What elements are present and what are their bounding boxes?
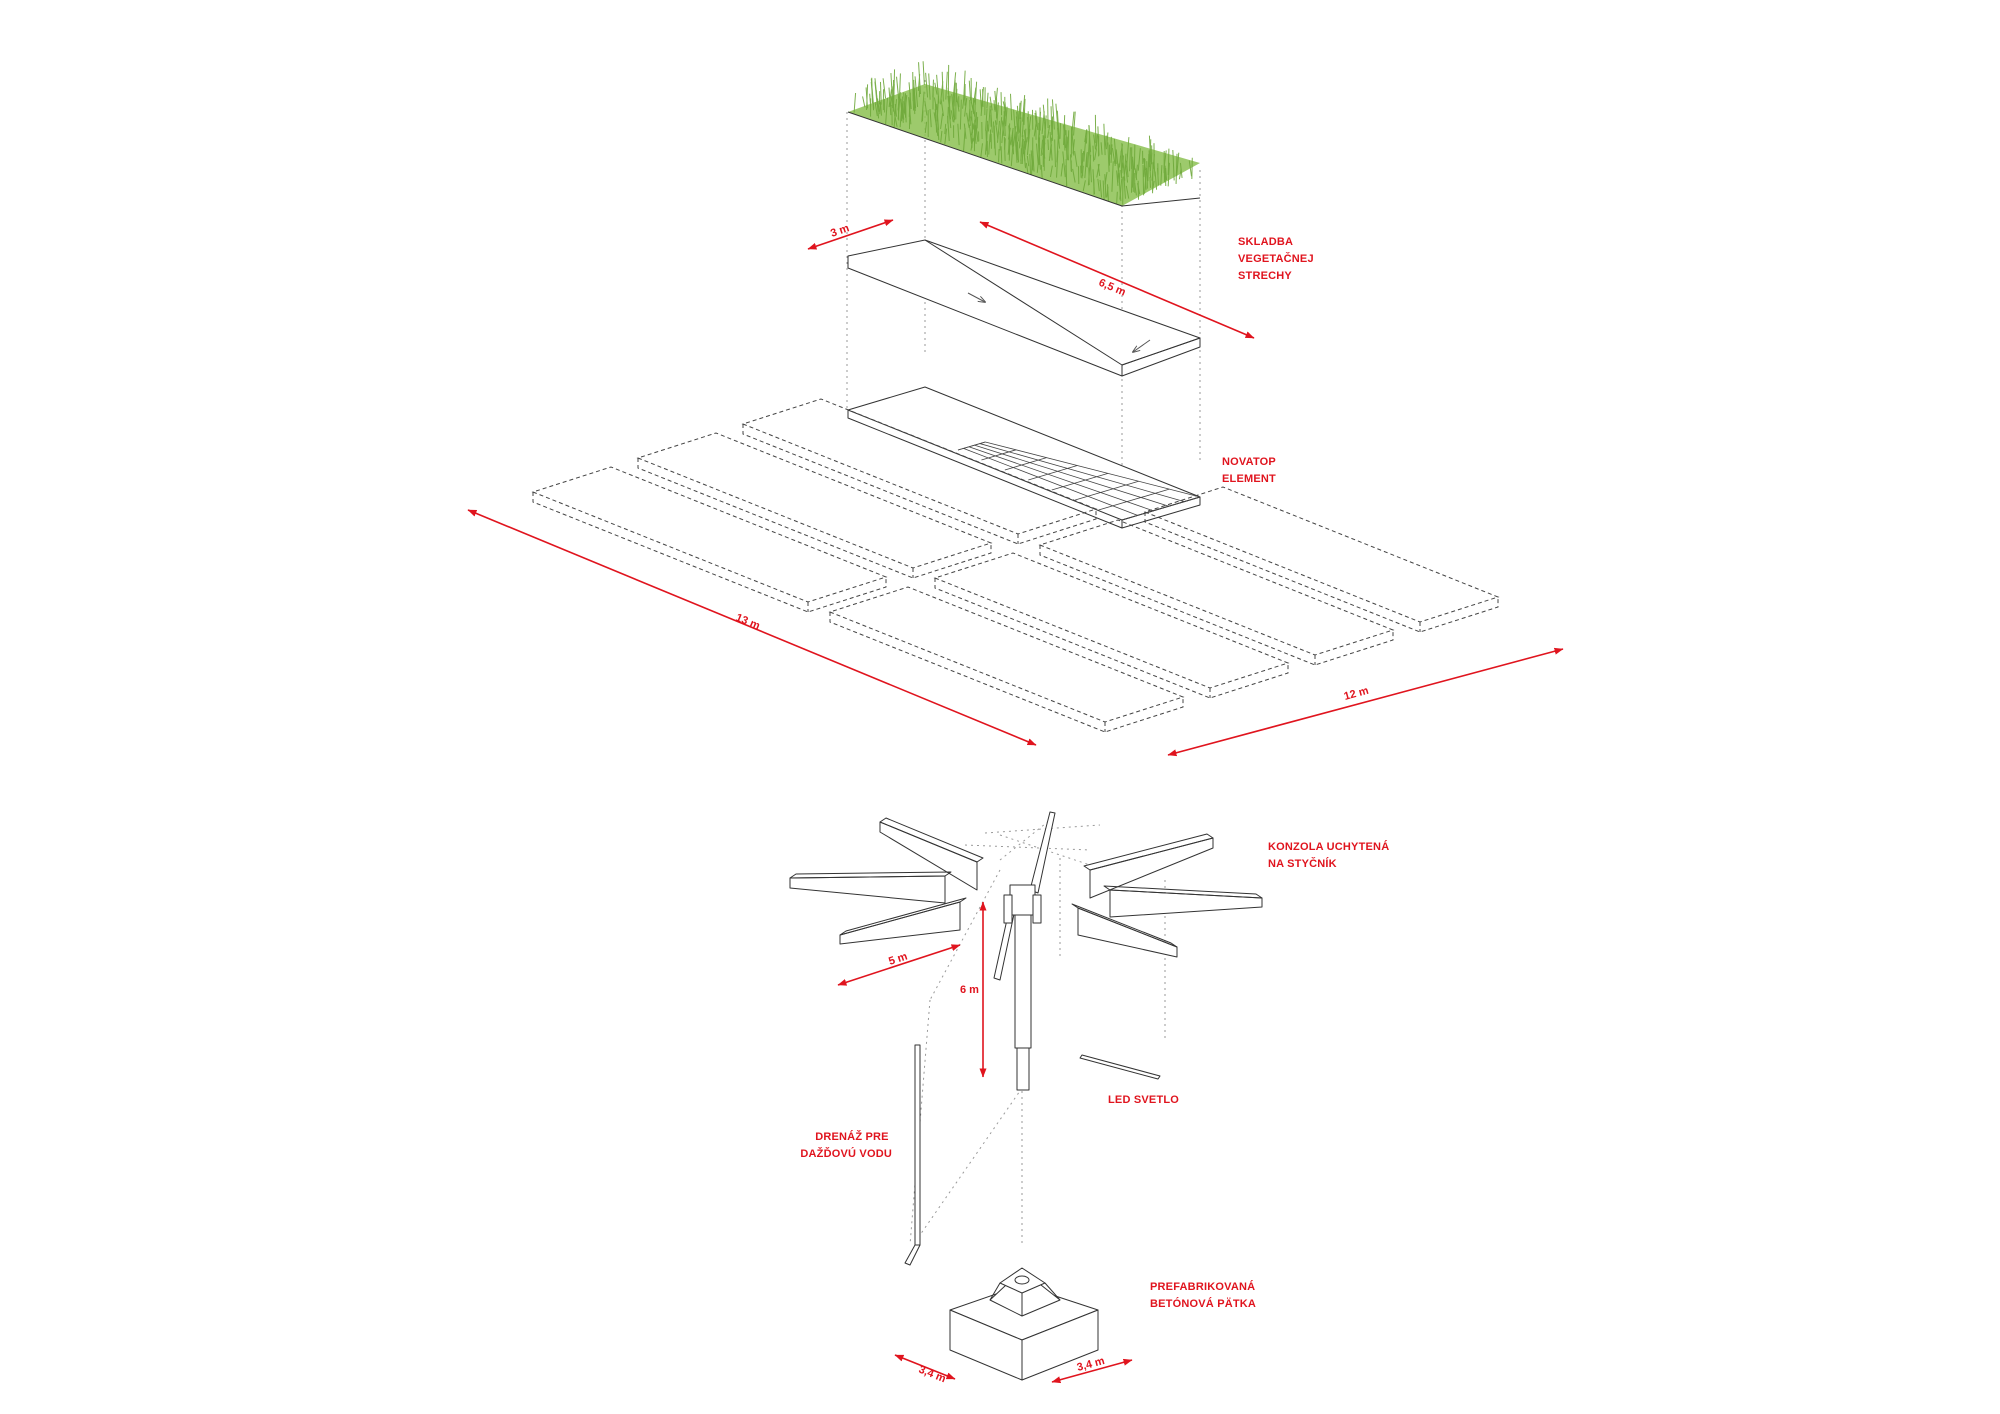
vegetation-layer	[847, 61, 1201, 207]
slope-arrow-icon	[1133, 339, 1151, 352]
roof-slope-slab	[847, 239, 1201, 377]
dim-column-height: 6 m	[960, 984, 979, 996]
structure-dimensions: 5 m 6 m 3,4 m 3,4 m	[837, 901, 1133, 1386]
label-konzola: KONZOLA UCHYTENÁ NA STYČNÍK	[1268, 840, 1393, 870]
dim-cantilever: 5 m	[887, 951, 909, 968]
column-connector-node	[1003, 884, 1042, 924]
dim-roof-length: 6,5 m	[1097, 277, 1128, 299]
label-vegetation-roof: SKLADBA VEGETAČNEJ STRECHY	[1238, 236, 1317, 282]
dim-grid-length: 13 m	[734, 612, 762, 633]
roof-dimensions: 3 m 6,5 m 13 m 12 m	[467, 219, 1564, 757]
dim-footing-a: 3,4 m	[917, 1364, 948, 1386]
novatop-element	[847, 386, 1201, 529]
drainage-pipe	[904, 1044, 921, 1266]
steel-column	[1014, 914, 1032, 1091]
cantilever-arms-left	[789, 817, 984, 945]
label-drenaz: DRENÁŽ PRE DAŽĎOVÚ VODU	[800, 1130, 892, 1160]
dim-roof-width: 3 m	[829, 222, 851, 240]
cantilever-arms-right	[1071, 833, 1263, 958]
concrete-footing	[949, 1267, 1099, 1381]
label-novatop: NOVATOP ELEMENT	[1222, 456, 1279, 485]
label-patka: PREFABRIKOVANÁ BETÓNOVÁ PÄTKA	[1150, 1280, 1259, 1310]
dim-grid-width: 12 m	[1343, 685, 1371, 703]
label-led: LED SVETLO	[1108, 1094, 1179, 1106]
led-light-bar	[1079, 1054, 1161, 1080]
